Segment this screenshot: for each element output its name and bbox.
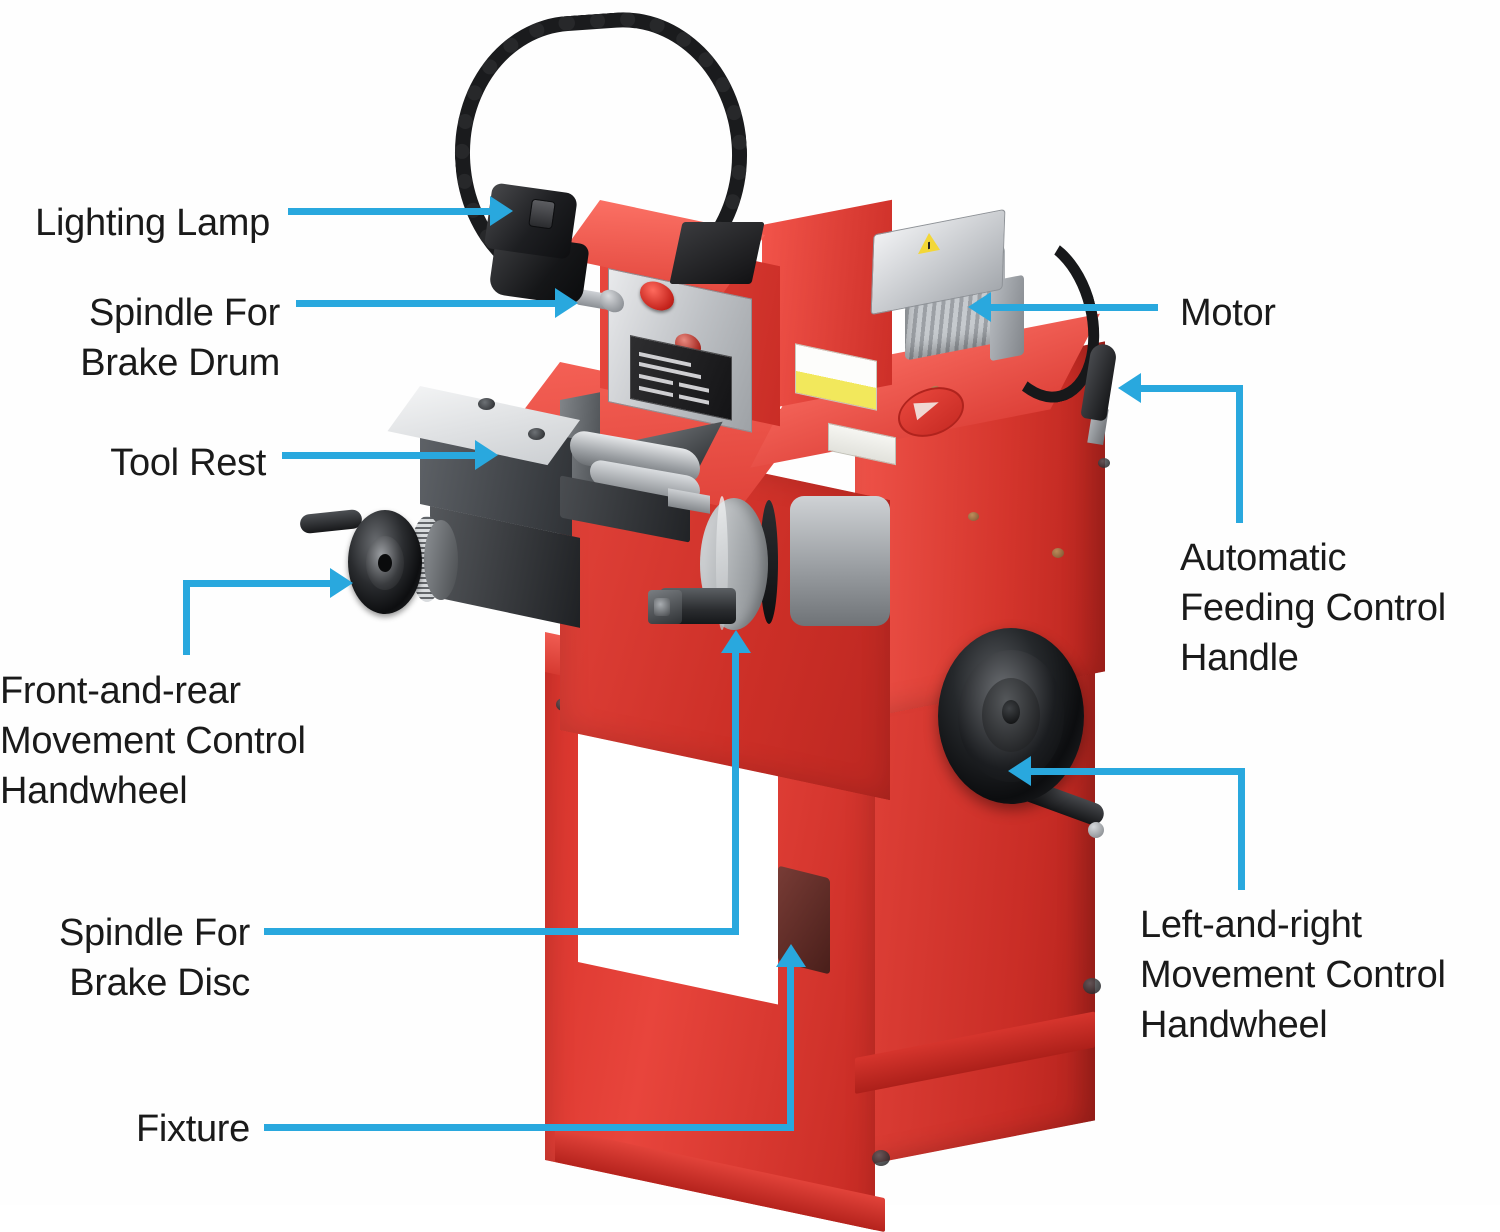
base-bolt (872, 1150, 890, 1166)
leader-line-spindle-brake-drum (296, 300, 558, 307)
callout-label-fixture: Fixture (135, 1108, 250, 1150)
brake-disc-spindle-nut-face (654, 598, 670, 616)
dial-collar (424, 520, 458, 600)
leader-line-spindle-brake-disc-horizontal (264, 928, 739, 935)
leader-line-tool-rest (282, 452, 478, 459)
base-bolt (1083, 978, 1101, 994)
leader-arrow-lighting-lamp (490, 196, 513, 226)
callout-label-spindle-brake-disc: Spindle For Brake Disc (58, 912, 250, 1004)
body-bolt (968, 512, 979, 521)
lamp-power-switch[interactable] (528, 198, 556, 230)
leader-arrow-tool-rest (475, 440, 498, 470)
leader-line-left-right-vertical (1238, 768, 1245, 890)
callout-label-motor: Motor (1180, 292, 1276, 334)
diagram-canvas: Lighting Lamp Spindle For Brake Drum Too… (0, 0, 1500, 1205)
leader-line-left-right-horizontal (1030, 768, 1245, 775)
brake-lathe-machine-illustration (0, 0, 1500, 1205)
callout-label-left-right-handwheel: Left-and-right Movement Control Handwhee… (1140, 904, 1446, 1046)
callout-label-spindle-brake-drum: Spindle For Brake Drum (80, 292, 280, 384)
leader-line-spindle-brake-disc-vertical (732, 652, 739, 932)
leader-arrow-fixture (776, 944, 806, 967)
leader-line-front-rear-handwheel-vertical (183, 580, 190, 655)
leader-arrow-left-right-handwheel (1008, 756, 1031, 786)
leader-line-motor (990, 304, 1158, 311)
lamp-mount-base (669, 222, 765, 284)
leader-line-lighting-lamp (288, 208, 493, 215)
tool-rest-bolt-hole (528, 428, 545, 440)
leader-line-fixture-horizontal (264, 1124, 794, 1131)
callout-label-tool-rest: Tool Rest (110, 442, 266, 484)
callout-label-lighting-lamp: Lighting Lamp (35, 202, 270, 244)
brake-disc-spindle-rear-flange (790, 496, 890, 626)
leader-arrow-spindle-brake-drum (555, 288, 578, 318)
leader-arrow-motor (968, 292, 991, 322)
leader-line-auto-feed-vertical (1236, 385, 1243, 523)
leader-arrow-front-rear-handwheel (330, 568, 353, 598)
front-rear-handwheel-hub (378, 554, 392, 572)
left-right-handwheel-handle-tip (1088, 822, 1104, 838)
leader-arrow-spindle-brake-disc (721, 630, 751, 653)
leader-arrow-auto-feed-handle (1118, 373, 1141, 403)
leader-line-auto-feed-horizontal (1140, 385, 1243, 392)
callout-label-auto-feed-handle: Automatic Feeding Control Handle (1180, 537, 1446, 679)
front-rear-handwheel-handle[interactable] (299, 508, 363, 535)
body-bolt (1098, 458, 1110, 468)
leader-line-front-rear-handwheel-horizontal (183, 580, 333, 587)
left-right-handwheel-hub (1002, 700, 1020, 724)
body-bolt (1052, 548, 1064, 558)
tool-rest-bolt-hole (478, 398, 495, 410)
leader-line-fixture-vertical (787, 966, 794, 1128)
callout-label-front-rear-handwheel: Front-and-rear Movement Control Handwhee… (0, 670, 306, 812)
